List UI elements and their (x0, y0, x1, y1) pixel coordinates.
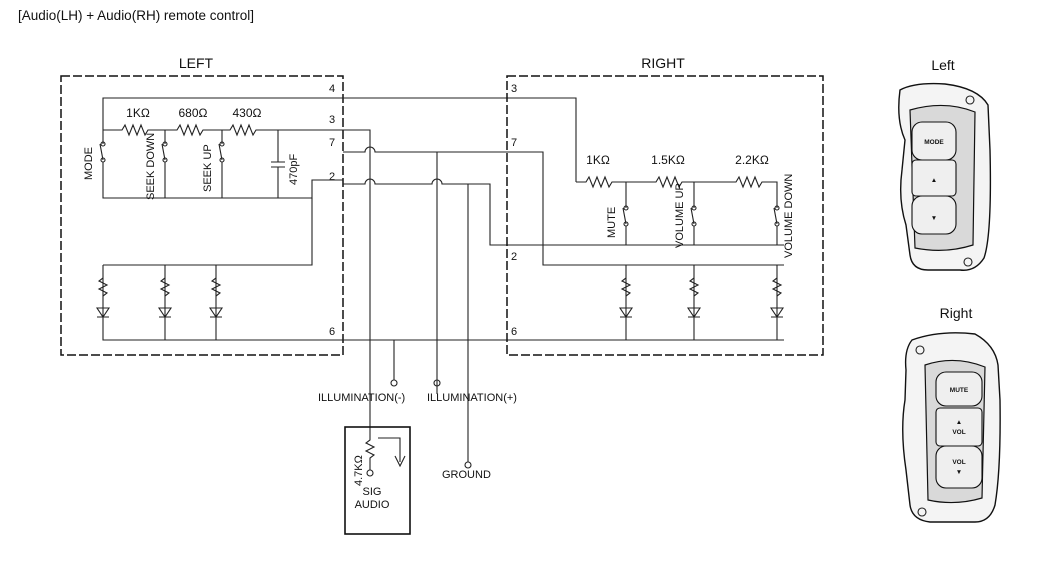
right-pin-2: 2 (511, 251, 517, 263)
left-led-1 (95, 277, 111, 318)
illumination-neg-label: ILLUMINATION(-) (318, 392, 405, 404)
right-block-border (506, 75, 824, 356)
left-pin-2: 2 (329, 171, 335, 183)
sig-label: SIG (363, 486, 382, 498)
left-down-button[interactable] (911, 195, 957, 235)
ground-terminal (464, 461, 472, 469)
right-block: RIGHT 3 7 2 6 1KΩ 1.5KΩ 2.2KΩ MUTE VOLUM… (506, 55, 824, 356)
left-pin-4: 4 (329, 83, 335, 95)
right-led-1 (618, 277, 634, 318)
left-switch-seek-down: SEEK DOWN (145, 133, 157, 200)
right-control-title: Right (940, 305, 973, 321)
right-mute-button-label: MUTE (950, 387, 969, 394)
left-pin-6: 6 (329, 326, 335, 338)
sig-audio-box (344, 426, 411, 535)
right-pin-3: 3 (511, 83, 517, 95)
left-mode-button-label: MODE (924, 139, 944, 146)
right-vol-down-button[interactable] (935, 445, 983, 489)
interconnect-wiring: ILLUMINATION(-) ILLUMINATION(+) GROUND (318, 97, 784, 481)
right-switch-volume-up: VOLUME UP (674, 183, 686, 248)
audio-label: AUDIO (355, 499, 390, 511)
right-mute-button[interactable] (935, 371, 983, 407)
left-block-border (60, 75, 344, 356)
right-switch-volume-down: VOLUME DOWN (783, 174, 795, 258)
sig-audio-module: 4.7KΩ SIG AUDIO (344, 426, 411, 535)
pot-value-label: 4.7KΩ (353, 455, 365, 486)
left-led-2 (157, 277, 173, 318)
left-switch-seek-up: SEEK UP (202, 144, 214, 192)
right-block-title: RIGHT (641, 55, 685, 71)
left-switch-mode: MODE (83, 147, 95, 180)
left-block: LEFT 4 3 7 2 6 1KΩ 680Ω 430Ω 470pF MODE … (60, 55, 344, 356)
sig-audio-terminal (366, 469, 374, 477)
right-switch-mute: MUTE (606, 207, 618, 238)
left-down-button-label: ▼ (931, 215, 937, 222)
left-resistor-1k: 1KΩ (126, 106, 150, 120)
left-led-3 (208, 277, 224, 318)
left-pin-3: 3 (329, 114, 335, 126)
right-resistor-2-2k: 2.2KΩ (735, 153, 769, 167)
left-block-title: LEFT (179, 55, 214, 71)
illumination-pos-label: ILLUMINATION(+) (427, 392, 517, 404)
left-resistor-680: 680Ω (179, 106, 208, 120)
right-vol-up-button-label: VOL (952, 429, 965, 436)
right-vol-up-button[interactable] (935, 407, 983, 447)
ground-label: GROUND (442, 469, 491, 481)
right-vol-up-arrow: ▲ (956, 419, 962, 426)
right-vol-down-button-label: VOL (952, 459, 965, 466)
left-resistor-430: 430Ω (233, 106, 262, 120)
illumination-neg-terminal (390, 379, 398, 387)
left-control-title: Left (931, 57, 954, 73)
left-remote-control: Left MODE ▲ ▼ (898, 57, 992, 271)
diagram-title: [Audio(LH) + Audio(RH) remote control] (18, 8, 254, 23)
left-up-button-label: ▲ (931, 177, 937, 184)
right-resistor-1-5k: 1.5KΩ (651, 153, 685, 167)
illumination-pos-terminal (433, 379, 441, 387)
right-pin-6: 6 (511, 326, 517, 338)
left-capacitor-label: 470pF (288, 154, 300, 185)
right-led-2 (686, 277, 702, 318)
right-resistor-1k: 1KΩ (586, 153, 610, 167)
right-vol-down-arrow: ▼ (956, 469, 962, 476)
right-led-3 (769, 277, 785, 318)
left-pin-7: 7 (329, 137, 335, 149)
right-pin-7: 7 (511, 137, 517, 149)
right-remote-control: Right MUTE ▲ VOL VOL ▼ (902, 305, 1001, 523)
